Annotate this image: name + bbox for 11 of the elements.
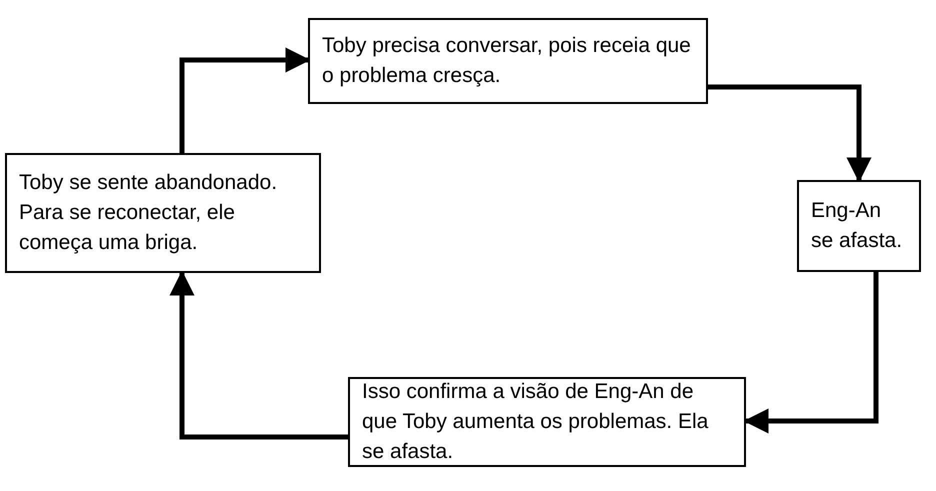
text-box bbox=[5, 153, 321, 273]
arrow bbox=[180, 48, 310, 153]
box-text: Toby precisa conversar, pois receia que o problema cresça. bbox=[322, 33, 692, 89]
box-text: Toby se sente abandonado. Para se reconectar, ele começa uma briga. bbox=[19, 170, 278, 256]
arrow bbox=[170, 270, 348, 440]
text-box bbox=[348, 377, 746, 467]
box-text: Eng-An se afasta. bbox=[811, 198, 904, 254]
arrow bbox=[708, 84, 872, 182]
text-box bbox=[308, 18, 708, 104]
box-text: Isso confirma a visão de Eng-An de que Toby aumenta os problemas. Ela se afasta. bbox=[362, 379, 710, 465]
text-box bbox=[797, 180, 921, 272]
